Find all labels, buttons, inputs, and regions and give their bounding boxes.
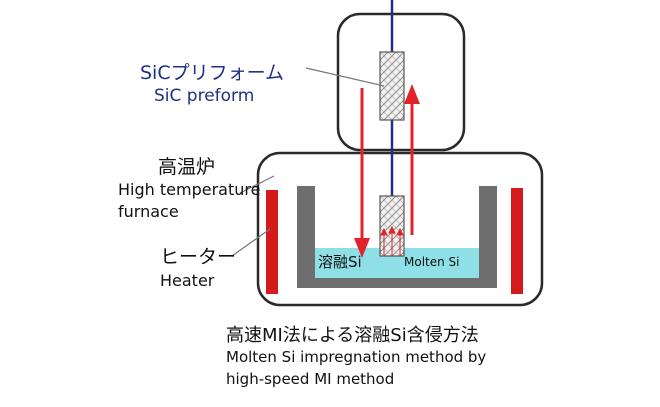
molten-si-label-en: Molten Si	[404, 255, 460, 269]
caption-en-line2: high-speed MI method	[226, 370, 395, 388]
heater-label-en: Heater	[160, 271, 215, 290]
heater-left	[266, 190, 278, 294]
lowering-arrow	[354, 88, 370, 258]
caption-jp: 高速MI法による溶融Si含侵方法	[226, 325, 479, 346]
furnace-label-en-line1: High temperature	[118, 180, 261, 199]
heater-label-jp: ヒーター	[160, 246, 237, 268]
molten-si-label-jp: 溶融Si	[318, 253, 362, 271]
furnace-label-en-line2: furnace	[118, 202, 179, 221]
impregnation-arrows	[380, 225, 404, 256]
preform-label-en: SiC preform	[154, 86, 255, 106]
raising-arrow	[404, 84, 420, 235]
preform-label-jp: SiCプリフォーム	[140, 62, 285, 84]
heater-right	[511, 188, 523, 294]
furnace-leader-line	[239, 175, 275, 194]
furnace-label-jp: 高温炉	[158, 156, 216, 178]
heater-leader-line	[231, 228, 271, 257]
caption-en-line1: Molten Si impregnation method by	[226, 348, 487, 366]
crucible-bottom	[297, 278, 497, 288]
preform-leader-line	[305, 67, 385, 87]
